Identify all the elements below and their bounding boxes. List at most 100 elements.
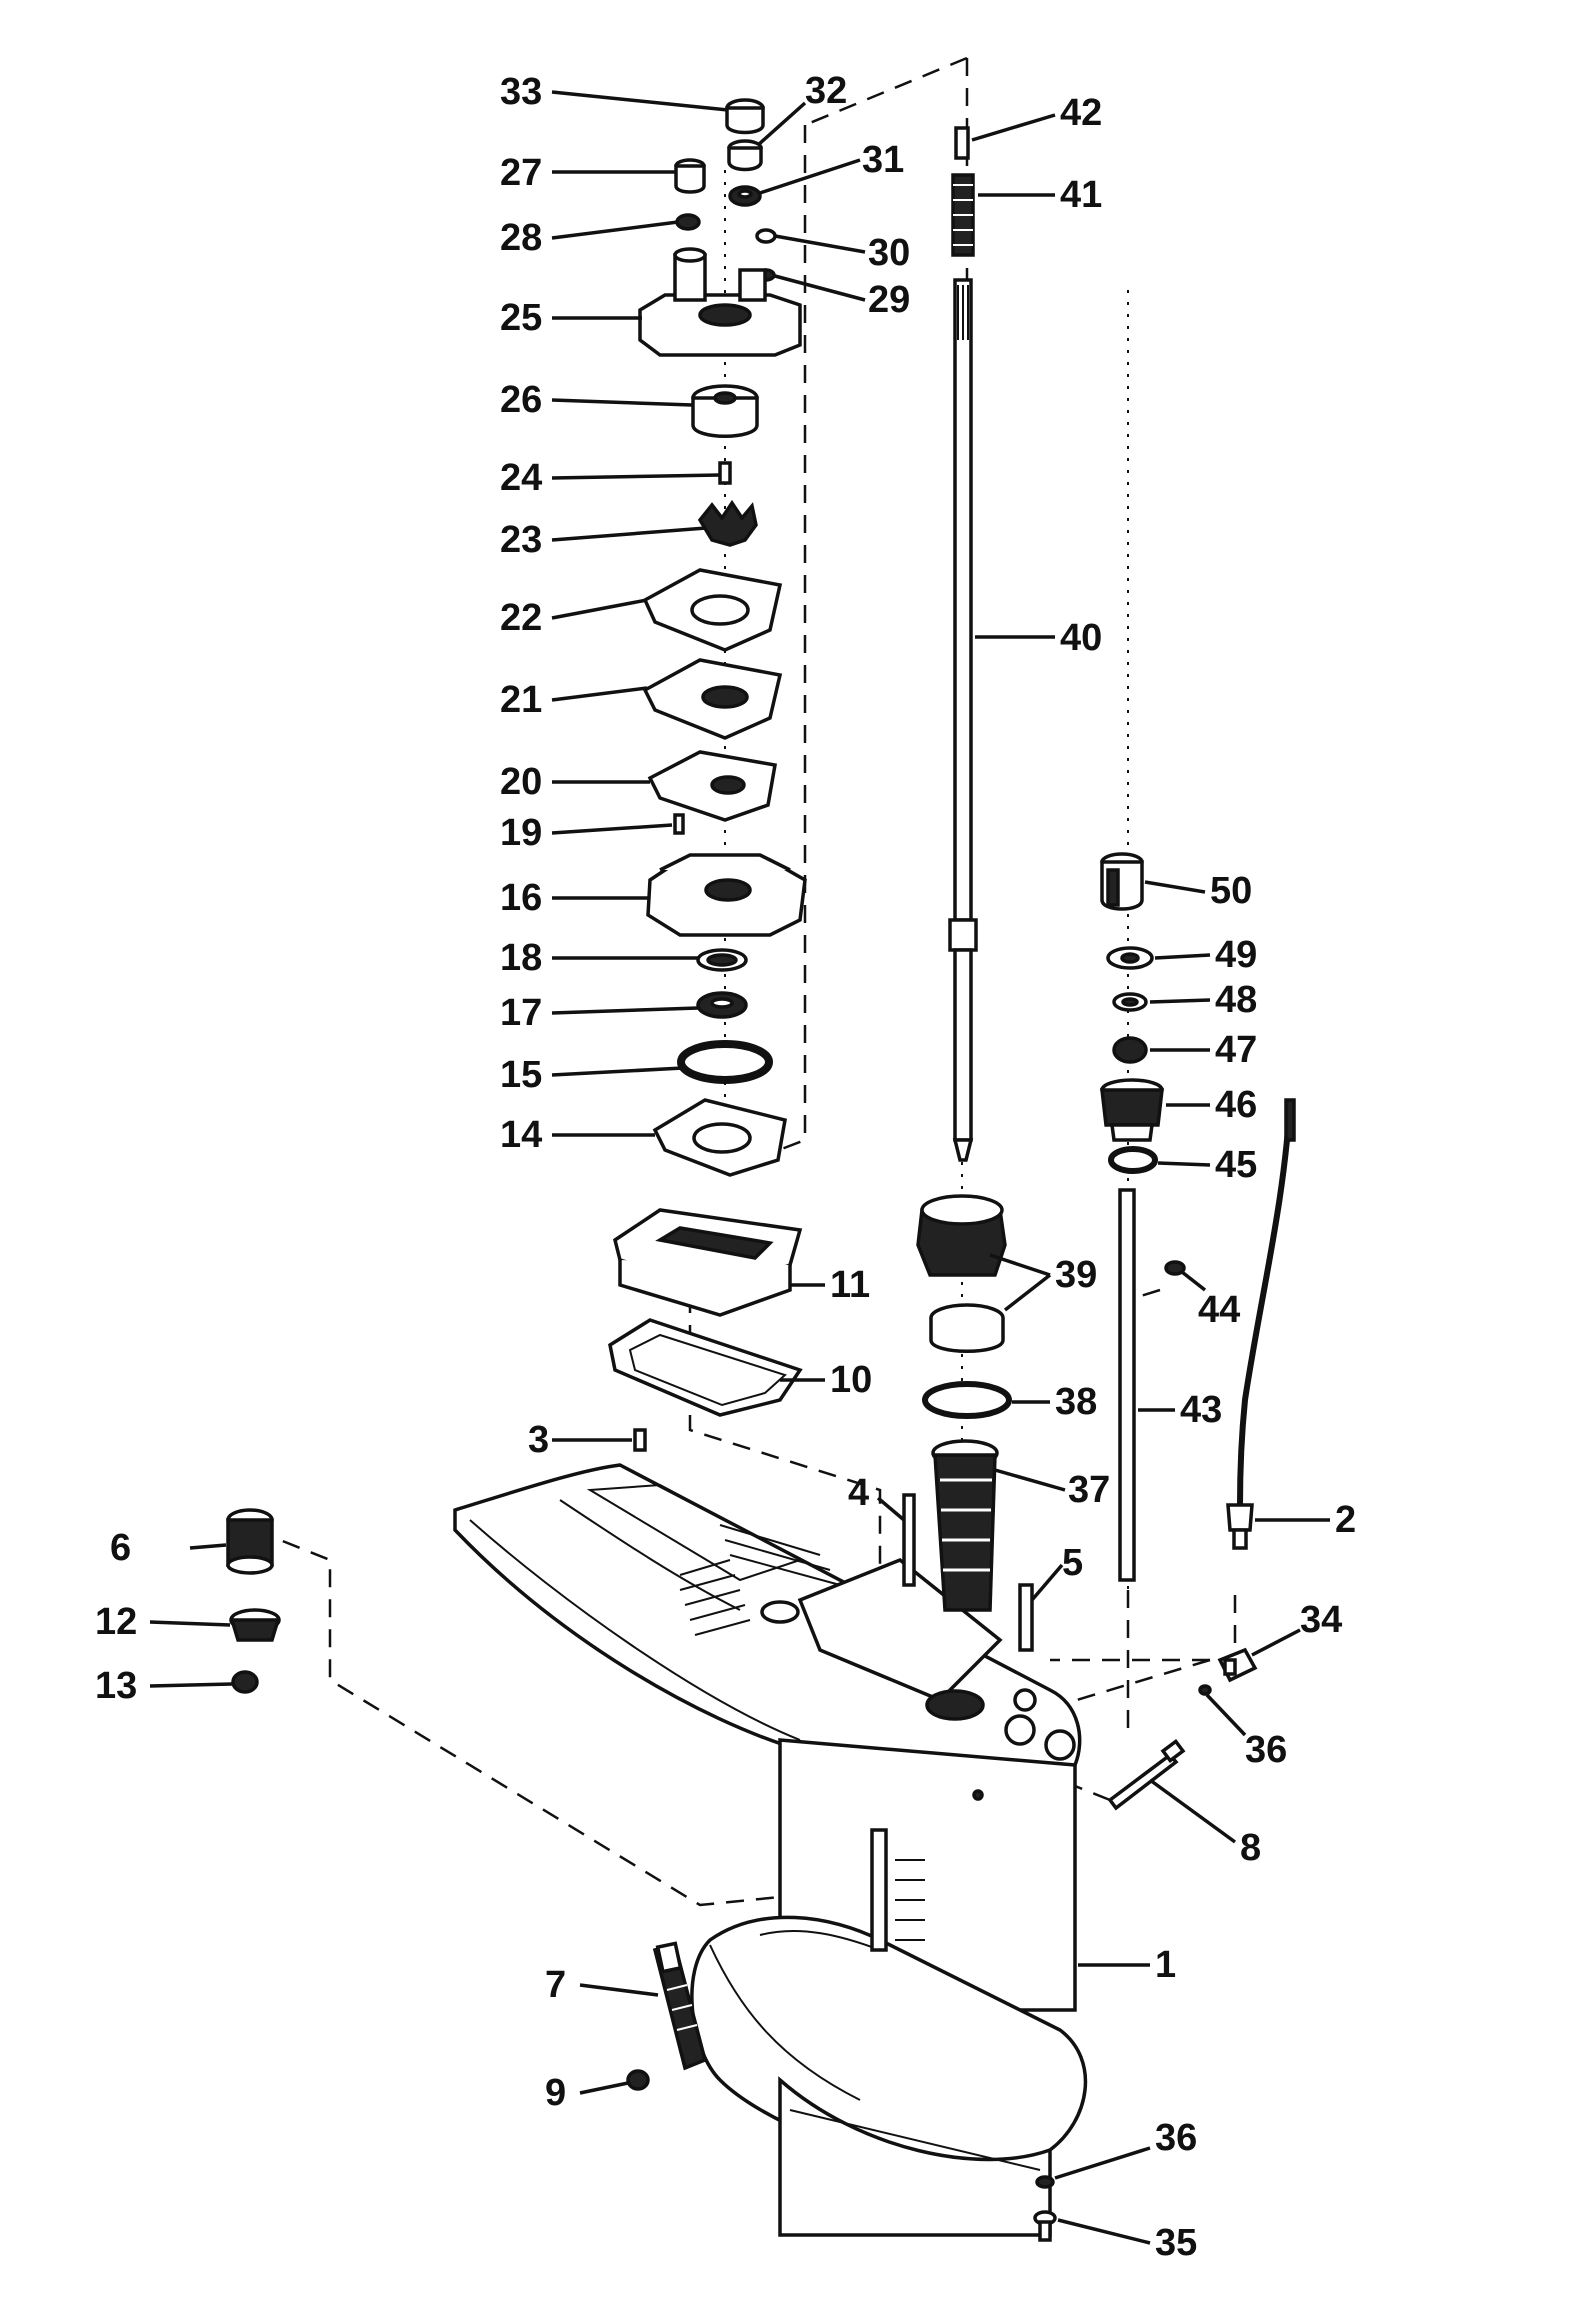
callout-37: 37 — [1068, 1469, 1110, 1511]
part-10-gasket — [608, 1318, 803, 1417]
part-49-washer — [1106, 946, 1154, 970]
part-44-clip — [1164, 1260, 1186, 1276]
part-39-bearing-cup — [929, 1303, 1005, 1353]
part-18-seal — [696, 948, 748, 972]
part-48-washer — [1112, 992, 1148, 1012]
callout-17: 17 — [500, 992, 542, 1034]
callout-2: 2 — [1335, 1499, 1356, 1541]
part-28-ring — [675, 213, 701, 231]
part-39-pinion-gear — [916, 1194, 1007, 1277]
callout-36-lower: 36 — [1155, 2117, 1197, 2159]
part-50-coupler — [1100, 852, 1144, 911]
part-26-insert — [691, 384, 759, 438]
callout-30: 30 — [868, 232, 910, 274]
callout-35: 35 — [1155, 2222, 1197, 2264]
callout-36-upper: 36 — [1245, 1729, 1287, 1771]
callout-40: 40 — [1060, 617, 1102, 659]
callout-28: 28 — [500, 217, 542, 259]
callout-32: 32 — [805, 70, 847, 112]
part-23-impeller — [697, 499, 758, 547]
callout-49: 49 — [1215, 934, 1257, 976]
callout-10: 10 — [830, 1359, 872, 1401]
callout-12: 12 — [95, 1601, 137, 1643]
part-46-bushing — [1100, 1078, 1164, 1142]
callout-44: 44 — [1198, 1289, 1240, 1331]
gearcase-housing — [453, 1463, 1088, 2237]
callout-15: 15 — [500, 1054, 542, 1096]
part-41-spring — [951, 173, 975, 257]
callout-3: 3 — [528, 1419, 549, 1461]
callout-6: 6 — [110, 1527, 131, 1569]
callout-33: 33 — [500, 71, 542, 113]
part-15-o-ring — [677, 1040, 773, 1084]
part-37-bearing — [931, 1439, 999, 1612]
callout-14: 14 — [500, 1114, 542, 1156]
part-4-stud — [902, 1493, 916, 1587]
callout-47: 47 — [1215, 1029, 1257, 1071]
callout-5: 5 — [1062, 1542, 1083, 1584]
callout-26: 26 — [500, 379, 542, 421]
callout-20: 20 — [500, 761, 542, 803]
part-45-o-ring — [1108, 1146, 1158, 1174]
part-8-bolt — [1107, 1738, 1186, 1811]
deck-grille — [679, 1524, 841, 1636]
callout-18: 18 — [500, 937, 542, 979]
part-43-shift-rod — [1118, 1188, 1136, 1582]
callout-23: 23 — [500, 519, 542, 561]
part-27-sleeve — [674, 158, 706, 194]
part-42-pin — [954, 126, 970, 160]
callout-1: 1 — [1155, 1944, 1176, 1986]
callout-22: 22 — [500, 597, 542, 639]
callout-8: 8 — [1240, 1827, 1261, 1869]
callout-21: 21 — [500, 679, 542, 721]
callout-29: 29 — [868, 279, 910, 321]
callout-41: 41 — [1060, 174, 1102, 216]
part-30-nut — [755, 228, 777, 244]
callout-24: 24 — [500, 457, 542, 499]
callout-19: 19 — [500, 812, 542, 854]
callout-42: 42 — [1060, 92, 1102, 134]
part-32-grommet — [727, 139, 763, 172]
part-16-pump-base — [646, 853, 807, 937]
callout-7: 7 — [545, 1964, 566, 2006]
part-13-prop-nut — [231, 1670, 259, 1694]
part-3-pin — [633, 1428, 647, 1452]
callout-39: 39 — [1055, 1254, 1097, 1296]
callout-13: 13 — [95, 1665, 137, 1707]
callout-48: 48 — [1215, 979, 1257, 1021]
part-7-anode — [652, 1941, 708, 2071]
callout-labels: 33 32 31 27 28 30 29 25 26 24 23 22 21 2… — [95, 70, 1356, 2264]
callout-25: 25 — [500, 297, 542, 339]
callout-43: 43 — [1180, 1389, 1222, 1431]
callout-11: 11 — [830, 1264, 870, 1306]
part-5-stud — [1018, 1583, 1034, 1652]
part-33-cap — [725, 98, 765, 135]
part-11-block — [613, 1208, 803, 1317]
callout-4: 4 — [848, 1472, 869, 1514]
part-38-shim — [922, 1381, 1012, 1419]
part-6-thrust-hub — [226, 1508, 274, 1575]
callout-27: 27 — [500, 152, 542, 194]
callout-16: 16 — [500, 877, 542, 919]
side-vent-slots — [870, 1828, 925, 1952]
part-24-key — [718, 461, 732, 485]
part-36-washer-upper — [1198, 1684, 1212, 1696]
part-19-pin — [673, 813, 685, 835]
callout-38: 38 — [1055, 1381, 1097, 1423]
part-25-pump-body — [638, 247, 802, 357]
callout-45: 45 — [1215, 1144, 1257, 1186]
part-17-seal — [696, 991, 748, 1019]
callout-50: 50 — [1210, 870, 1252, 912]
part-34-fitting — [1217, 1647, 1258, 1683]
part-2-speedometer-tube — [1226, 1098, 1296, 1550]
part-40-driveshaft — [948, 278, 978, 1162]
part-9-nut — [626, 2069, 650, 2091]
callout-9: 9 — [545, 2072, 566, 2114]
leader-lines — [149, 90, 1330, 2245]
part-35-drain-screw — [1033, 2210, 1057, 2242]
part-12-tab-washer — [229, 1608, 281, 1642]
part-36-washer-lower — [1035, 2175, 1055, 2189]
part-47-seal — [1112, 1036, 1148, 1064]
callout-34: 34 — [1300, 1599, 1342, 1641]
